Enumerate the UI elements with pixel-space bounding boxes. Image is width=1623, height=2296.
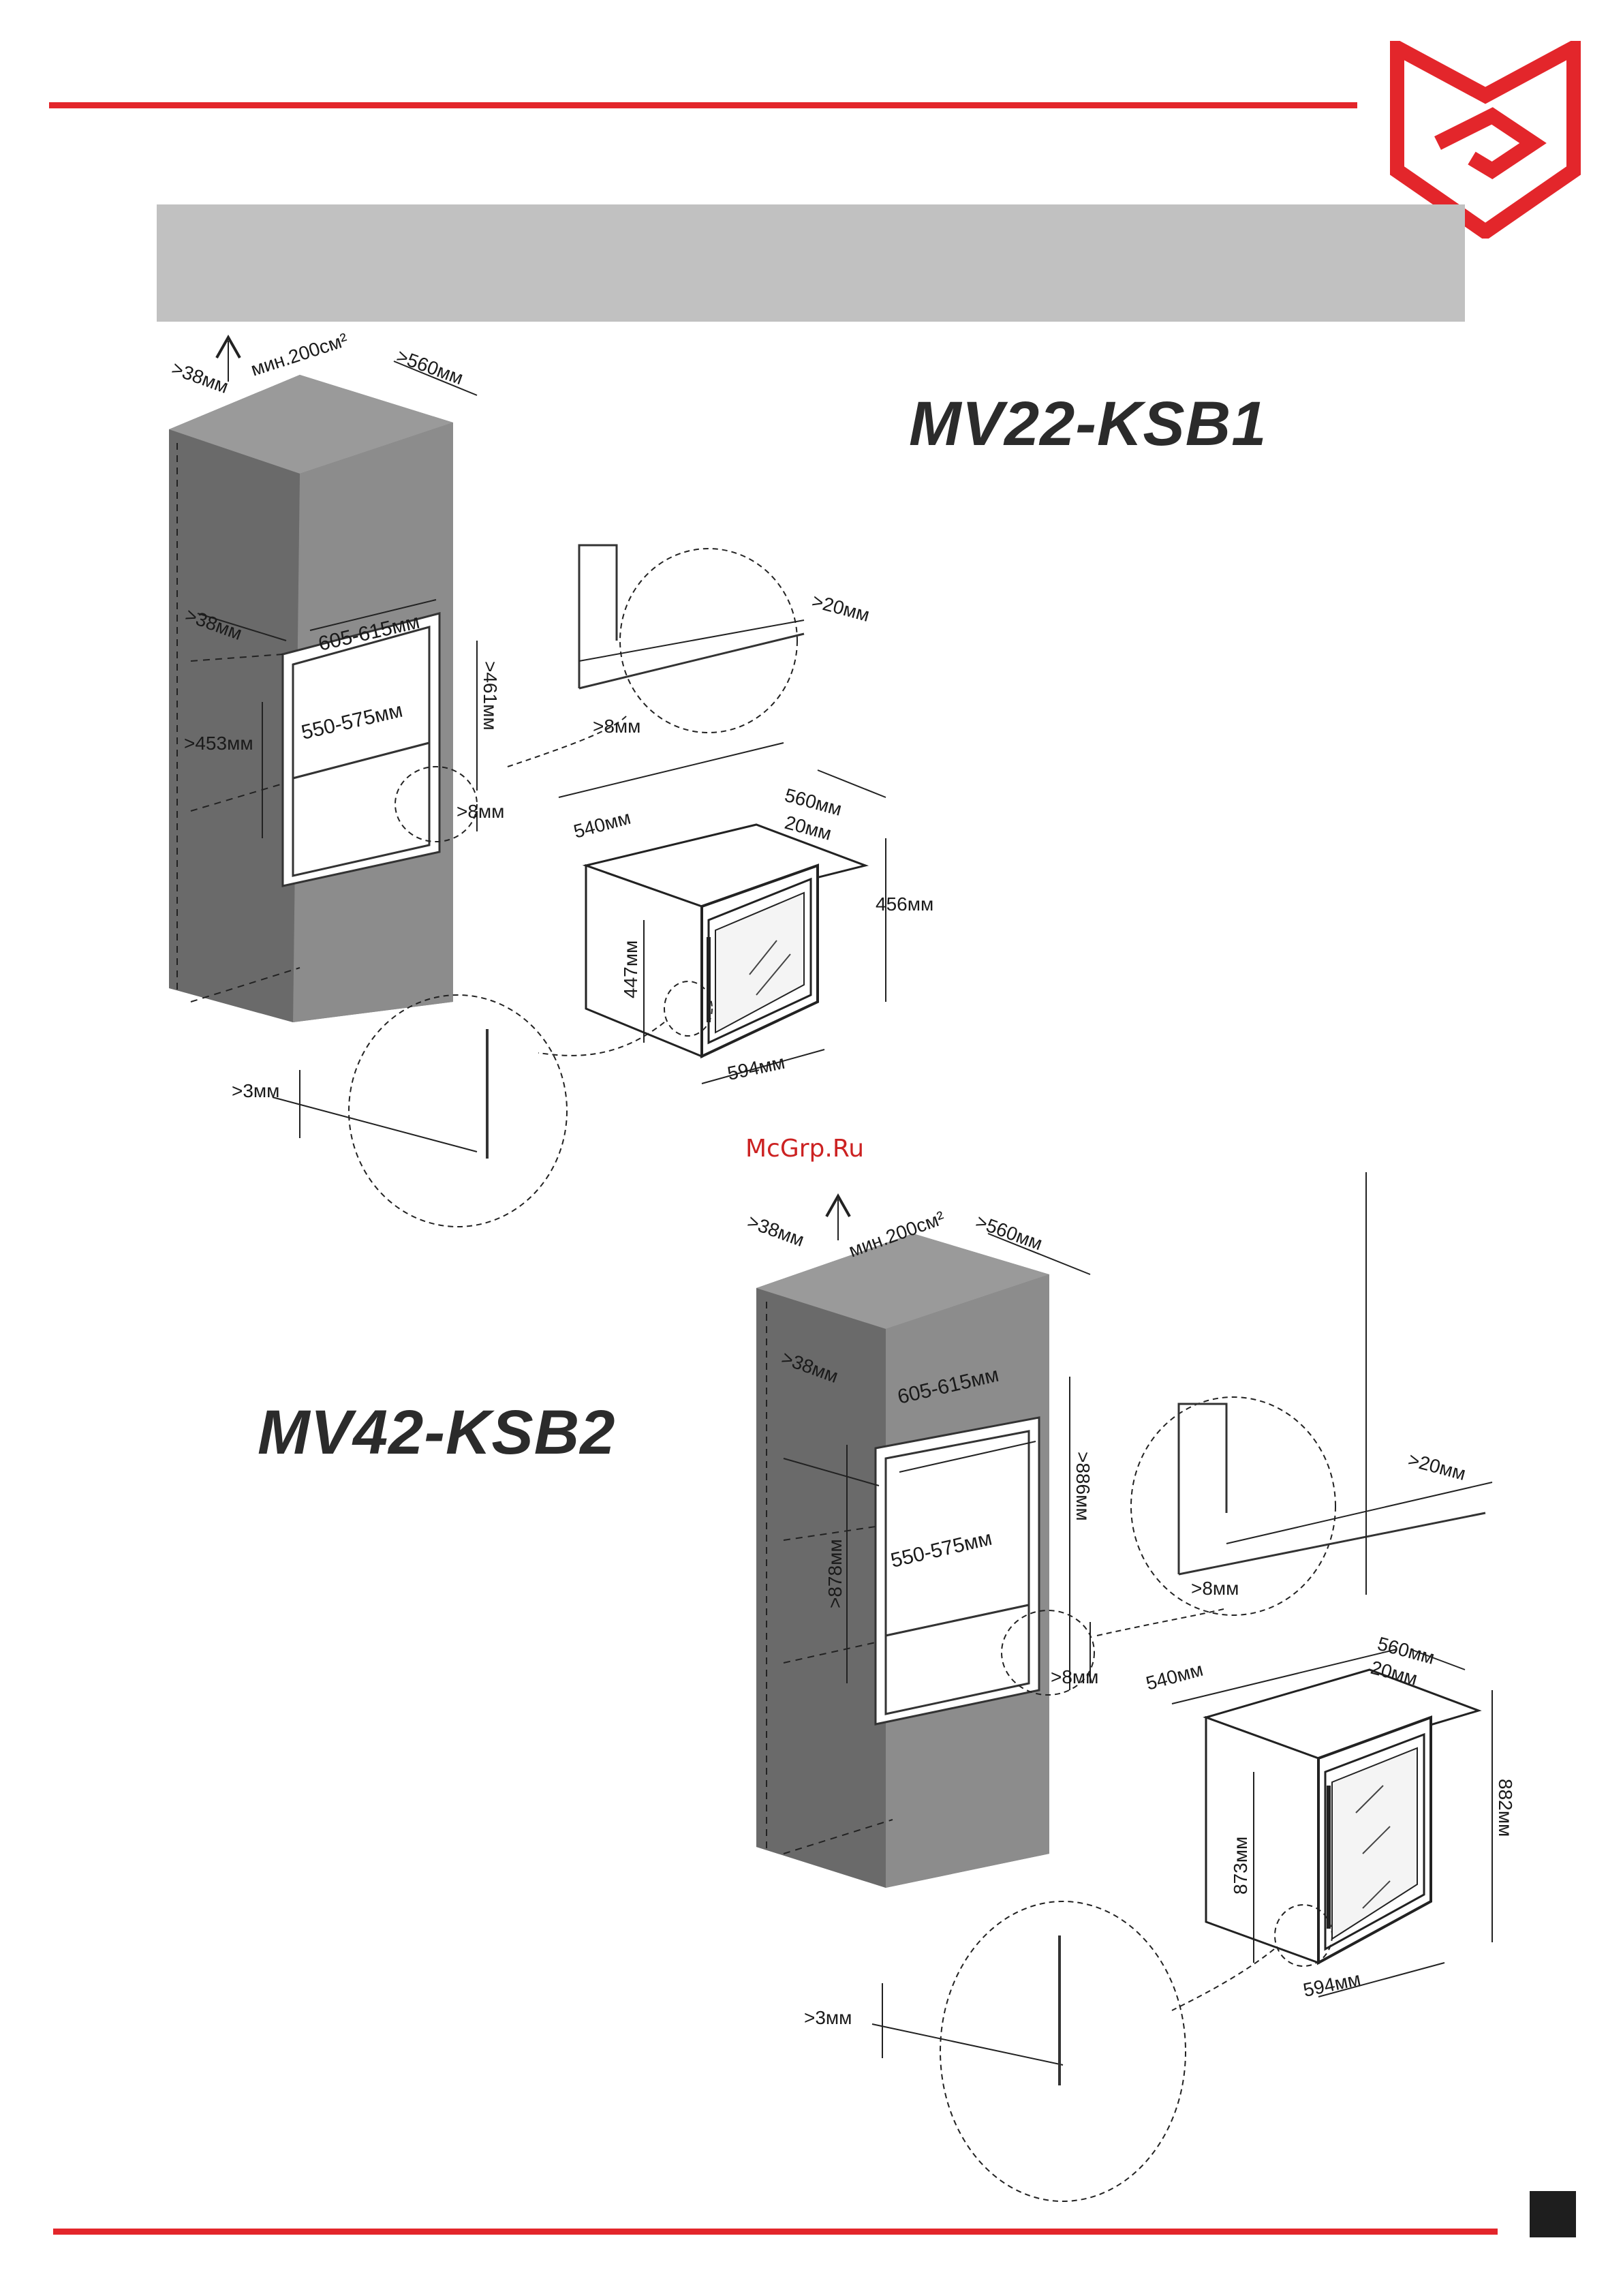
dim-gap-top-1: >38мм — [169, 358, 231, 398]
dim-depth-1: >560мм — [394, 346, 466, 389]
dim-height-niche-2: >886мм — [1072, 1452, 1094, 1521]
top-rule — [49, 102, 1357, 108]
dim-app-height-total-1: 456мм — [876, 893, 933, 915]
dim-detail-right-2: >20мм — [1406, 1449, 1468, 1484]
dim-app-width-1: 594мм — [726, 1052, 787, 1084]
dim-app-height-body-1: 447мм — [620, 940, 641, 998]
dim-app-height-body-2: 873мм — [1230, 1837, 1251, 1895]
dim-app-height-total-2: 882мм — [1495, 1779, 1516, 1837]
dim-gap-top-2: >38мм — [745, 1211, 807, 1251]
page-marker — [1530, 2191, 1576, 2237]
installation-diagram-1: >38мм мин.200см² >560мм >38мм 605-615мм … — [0, 320, 954, 1254]
dim-vent-1: мин.200см² — [248, 329, 350, 380]
dim-height-inner-1: >453мм — [184, 733, 253, 754]
cabinet-1 — [169, 375, 453, 1022]
dim-gap-bottom-2: >8мм — [1051, 1666, 1098, 1687]
dim-detail-left-2: >8мм — [1191, 1578, 1239, 1599]
dim-detail-right-1: >20мм — [809, 590, 871, 626]
dim-detail-bottom-1: >3мм — [232, 1080, 279, 1101]
model-title-2: MV42-KSB2 — [258, 1397, 615, 1469]
dim-detail-bottom-2: >3мм — [804, 2007, 852, 2028]
dim-detail-left-1: >8мм — [593, 716, 640, 737]
dim-app-depth-2: 540мм — [1144, 1659, 1205, 1694]
dim-app-width-2: 594мм — [1301, 1968, 1363, 2001]
dim-height-niche-1: >461мм — [480, 661, 501, 731]
header-band — [157, 204, 1465, 322]
dim-app-depth-1: 540мм — [572, 807, 633, 842]
dim-height-inner-2: >878мм — [824, 1539, 846, 1608]
installation-diagram-2: >38мм мин.200см² >560мм >38мм 605-615мм … — [681, 1172, 1623, 2222]
appliance-2 — [1206, 1670, 1479, 1963]
dim-depth-2: >560мм — [973, 1211, 1045, 1255]
model-title-1: MV22-KSB1 — [909, 388, 1267, 460]
bottom-rule — [53, 2229, 1498, 2235]
dim-gap-bottom-1: >8мм — [457, 801, 504, 822]
